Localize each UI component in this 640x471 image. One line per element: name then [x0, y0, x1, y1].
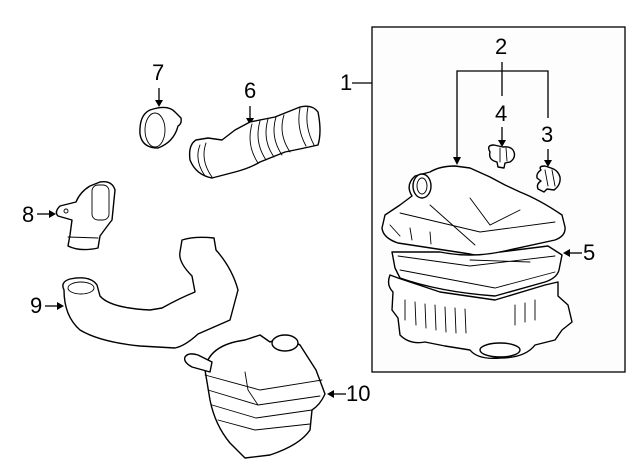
callout-7[interactable]: 7 [152, 60, 164, 85]
arrow-3 [544, 160, 552, 167]
part-4-sensor-connector[interactable] [487, 144, 516, 169]
callout-8[interactable]: 8 [22, 202, 34, 227]
callout-4[interactable]: 4 [495, 101, 507, 126]
arrow-8 [49, 210, 56, 218]
arrow-7 [155, 100, 163, 107]
part-6-intake-hose[interactable] [188, 105, 321, 179]
callout-3[interactable]: 3 [541, 122, 553, 147]
arrow-9 [57, 302, 64, 310]
callout-2[interactable]: 2 [495, 34, 507, 59]
part-10-resonator[interactable] [183, 334, 326, 459]
callout-9[interactable]: 9 [30, 293, 42, 318]
part-lower-housing[interactable] [387, 274, 573, 360]
part-3-clip[interactable] [536, 165, 561, 193]
callout-1[interactable]: 1 [340, 70, 352, 95]
arrow-10 [327, 390, 334, 398]
arrow-5 [563, 249, 570, 257]
part-7-hose-clamp[interactable] [139, 106, 182, 149]
callout-6[interactable]: 6 [244, 78, 256, 103]
arrow-2 [453, 157, 461, 165]
part-upper-housing[interactable] [381, 165, 566, 257]
part-8-duct-elbow[interactable] [55, 180, 116, 251]
callout-5[interactable]: 5 [583, 240, 595, 265]
part-9-inlet-duct[interactable] [62, 236, 239, 349]
arrow-4 [498, 140, 506, 147]
part-5-filter[interactable]: 5 [391, 240, 595, 297]
callout-10[interactable]: 10 [346, 381, 370, 406]
